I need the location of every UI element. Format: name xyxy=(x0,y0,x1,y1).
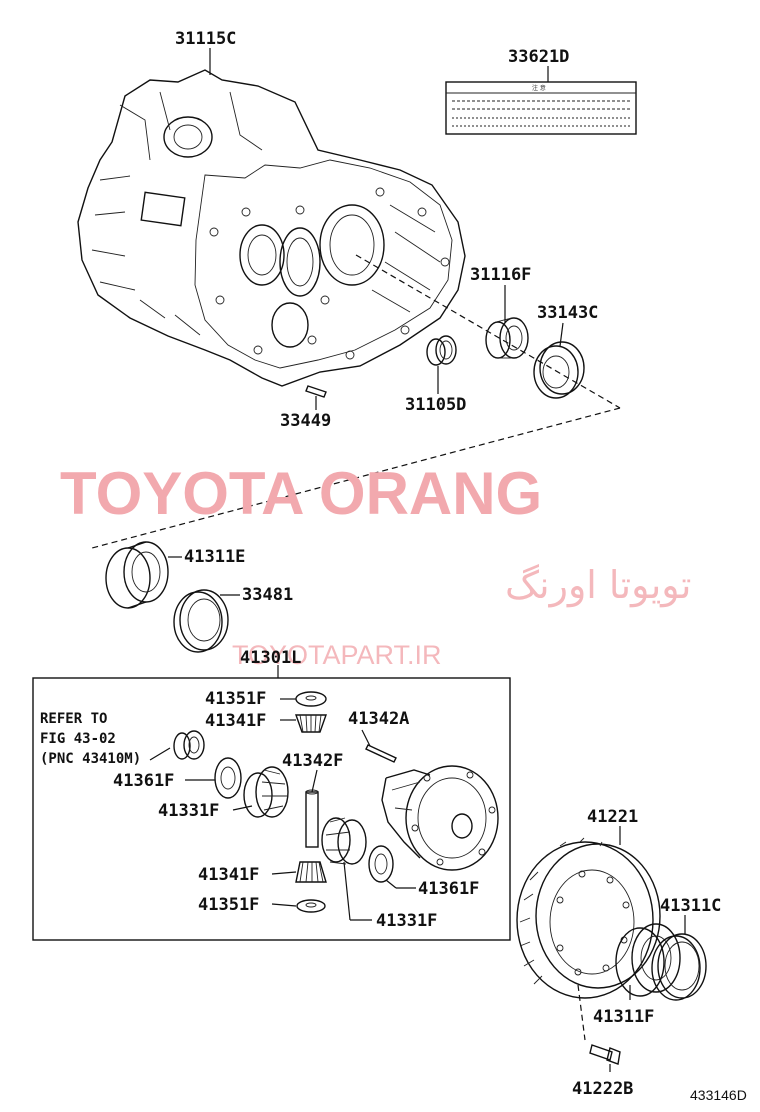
pin-41342A-drawing xyxy=(365,744,397,763)
washer-side-left-41361F-drawing xyxy=(214,757,242,799)
label-41361F-left: 41361F xyxy=(113,771,174,791)
label-33449: 33449 xyxy=(280,411,331,431)
side-gear-right-41331F-drawing xyxy=(321,817,367,865)
caution-plate-heading: 注 意 xyxy=(532,84,546,92)
shim-33481-drawing xyxy=(173,589,229,653)
label-41331F-right: 41331F xyxy=(376,911,437,931)
transaxle-case-drawing xyxy=(77,69,466,387)
oil-seal-31116F-drawing xyxy=(485,317,529,359)
label-41341F-top: 41341F xyxy=(205,711,266,731)
label-31116F: 31116F xyxy=(470,265,531,285)
reference-note-line-3: (PNC 43410M) xyxy=(40,751,141,767)
ring-gear-41221-drawing xyxy=(516,837,661,999)
diff-case-assembly-box xyxy=(32,677,511,941)
label-41221: 41221 xyxy=(587,807,638,827)
washer-side-right-41361F-drawing xyxy=(368,845,394,883)
plug-33143C-drawing xyxy=(533,341,585,399)
bearing-race-41311E-drawing xyxy=(105,541,169,609)
leader-lines xyxy=(168,48,686,1072)
watermark-brand: TOYOTA ORANG xyxy=(60,460,542,527)
bearing-inner-41311F-drawing xyxy=(615,923,681,997)
shaft-41342F-drawing xyxy=(305,789,319,848)
label-33621D: 33621D xyxy=(508,47,569,67)
label-33481: 33481 xyxy=(242,585,293,605)
label-31115C: 31115C xyxy=(175,29,236,49)
label-41351F-bottom: 41351F xyxy=(198,895,259,915)
reference-note: REFER TO FIG 43-02 (PNC 43410M) xyxy=(40,711,171,767)
assembly-dashline-long xyxy=(91,407,621,549)
caution-plate-drawing: 注 意 xyxy=(445,81,637,135)
reference-note-line-2: FIG 43-02 xyxy=(40,731,116,747)
ref-bearing-drawing xyxy=(173,730,205,760)
label-41222B: 41222B xyxy=(572,1079,633,1099)
bearing-outer-41311C-drawing xyxy=(651,933,707,1001)
reference-note-line-1: REFER TO xyxy=(40,711,107,727)
label-41331F-left: 41331F xyxy=(158,801,219,821)
assembly-dashline-upper xyxy=(355,254,621,409)
pinion-top-41341F-drawing xyxy=(295,714,327,733)
watermark-site: TOYOTAPART.IR xyxy=(232,640,442,670)
label-33143C: 33143C xyxy=(537,303,598,323)
side-gear-left-41331F-drawing xyxy=(243,766,289,818)
bolt-41222B-drawing xyxy=(589,1044,621,1065)
label-41351F-top: 41351F xyxy=(205,689,266,709)
label-41361F-right: 41361F xyxy=(418,879,479,899)
washer-bottom-41351F-drawing xyxy=(296,899,326,913)
differential-case-drawing xyxy=(381,765,499,871)
label-41342F: 41342F xyxy=(282,751,343,771)
label-41311E: 41311E xyxy=(184,547,245,567)
part-labels: 31115C 33621D 31116F 33143C 31105D 33449… xyxy=(113,29,721,1099)
oil-seal-31105D-drawing xyxy=(426,335,457,366)
bolt-dashline xyxy=(577,984,586,1041)
washer-top-41351F-drawing xyxy=(295,691,327,707)
label-41311C: 41311C xyxy=(660,896,721,916)
label-41311F: 41311F xyxy=(593,1007,654,1027)
watermark-persian: تویوتا اورنگ xyxy=(505,563,692,608)
pin-33449-drawing xyxy=(305,385,327,398)
label-41341F-bottom: 41341F xyxy=(198,865,259,885)
figure-id: 433146D xyxy=(690,1087,747,1103)
label-41342A: 41342A xyxy=(348,709,409,729)
label-31105D: 31105D xyxy=(405,395,466,415)
pinion-bottom-41341F-drawing xyxy=(295,861,327,883)
label-41301L: 41301L xyxy=(240,648,301,668)
